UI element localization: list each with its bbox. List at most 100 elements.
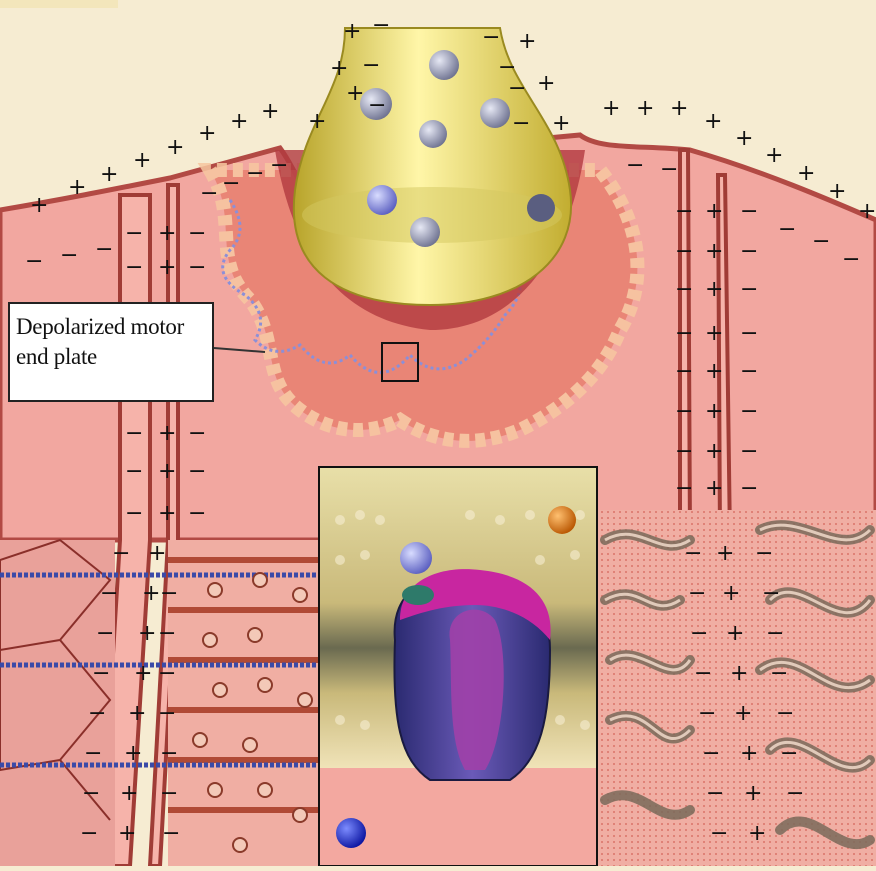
binding-site xyxy=(402,585,434,605)
sarcoplasmic-reticulum-right xyxy=(598,510,876,866)
minus-sign: − xyxy=(778,217,796,242)
minus-sign: − xyxy=(706,781,724,806)
minus-sign: − xyxy=(740,439,758,464)
plus-sign: + xyxy=(765,143,783,168)
corner-accent xyxy=(0,0,118,8)
minus-sign: − xyxy=(362,53,380,78)
plus-sign: + xyxy=(158,255,176,280)
plus-sign: + xyxy=(704,109,722,134)
minus-sign: − xyxy=(740,199,758,224)
vesicle xyxy=(429,50,459,80)
minus-sign: − xyxy=(694,661,712,686)
minus-sign: − xyxy=(675,476,693,501)
minus-sign: − xyxy=(125,221,143,246)
plus-sign: + xyxy=(261,99,279,124)
plus-sign: + xyxy=(602,96,620,121)
plus-sign: + xyxy=(537,71,555,96)
minus-sign: − xyxy=(125,421,143,446)
plus-sign: + xyxy=(30,193,48,218)
minus-sign: − xyxy=(160,781,178,806)
plus-sign: + xyxy=(158,221,176,246)
minus-sign: − xyxy=(96,621,114,646)
minus-sign: − xyxy=(776,701,794,726)
minus-sign: − xyxy=(688,581,706,606)
minus-sign: − xyxy=(160,741,178,766)
plus-sign: + xyxy=(346,81,364,106)
plus-sign: + xyxy=(148,541,166,566)
plus-sign: + xyxy=(343,19,361,44)
plus-sign: + xyxy=(705,277,723,302)
plus-sign: + xyxy=(636,96,654,121)
plus-sign: + xyxy=(330,56,348,81)
minus-sign: − xyxy=(675,399,693,424)
minus-sign: − xyxy=(512,111,530,136)
minus-sign: − xyxy=(626,153,644,178)
vesicle xyxy=(367,185,397,215)
plus-sign: + xyxy=(552,111,570,136)
plus-sign: + xyxy=(518,29,536,54)
plus-sign: + xyxy=(705,199,723,224)
minus-sign: − xyxy=(780,741,798,766)
plus-sign: + xyxy=(740,741,758,766)
minus-sign: − xyxy=(92,661,110,686)
minus-sign: − xyxy=(508,76,526,101)
minus-sign: − xyxy=(675,321,693,346)
label-line-1: Depolarized motor xyxy=(16,312,206,342)
minus-sign: − xyxy=(188,501,206,526)
minus-sign: − xyxy=(200,181,218,206)
minus-sign: − xyxy=(125,501,143,526)
plus-sign: + xyxy=(138,621,156,646)
plus-sign: + xyxy=(142,581,160,606)
plus-sign: + xyxy=(230,109,248,134)
minus-sign: − xyxy=(675,199,693,224)
plus-sign: + xyxy=(716,541,734,566)
vesicle xyxy=(527,194,555,222)
plus-sign: + xyxy=(118,821,136,846)
minus-sign: − xyxy=(786,781,804,806)
plus-sign: + xyxy=(198,121,216,146)
minus-sign: − xyxy=(698,701,716,726)
minus-sign: − xyxy=(188,421,206,446)
minus-sign: − xyxy=(770,661,788,686)
plus-sign: + xyxy=(705,359,723,384)
minus-sign: − xyxy=(158,621,176,646)
minus-sign: − xyxy=(188,221,206,246)
minus-sign: − xyxy=(812,229,830,254)
minus-sign: − xyxy=(88,701,106,726)
vesicle xyxy=(480,98,510,128)
plus-sign: + xyxy=(705,321,723,346)
minus-sign: − xyxy=(270,153,288,178)
plus-sign: + xyxy=(734,701,752,726)
minus-sign: − xyxy=(60,243,78,268)
minus-sign: − xyxy=(710,821,728,846)
minus-sign: − xyxy=(95,237,113,262)
receptor-inset xyxy=(319,467,597,866)
minus-sign: − xyxy=(740,321,758,346)
plus-sign: + xyxy=(158,501,176,526)
minus-sign: − xyxy=(675,277,693,302)
plus-sign: + xyxy=(705,399,723,424)
minus-sign: − xyxy=(702,741,720,766)
plus-sign: + xyxy=(124,741,142,766)
minus-sign: − xyxy=(675,359,693,384)
minus-sign: − xyxy=(222,171,240,196)
plus-sign: + xyxy=(828,179,846,204)
minus-sign: − xyxy=(690,621,708,646)
plus-sign: + xyxy=(705,239,723,264)
plus-sign: + xyxy=(68,175,86,200)
plus-sign: + xyxy=(705,476,723,501)
minus-sign: − xyxy=(755,541,773,566)
plus-sign: + xyxy=(100,162,118,187)
plus-sign: + xyxy=(722,581,740,606)
minus-sign: − xyxy=(246,161,264,186)
plus-sign: + xyxy=(735,126,753,151)
minus-sign: − xyxy=(188,459,206,484)
minus-sign: − xyxy=(100,581,118,606)
plus-sign: + xyxy=(308,109,326,134)
minus-sign: − xyxy=(160,581,178,606)
plus-sign: + xyxy=(858,199,876,224)
minus-sign: − xyxy=(740,359,758,384)
plus-sign: + xyxy=(158,459,176,484)
plus-sign: + xyxy=(166,135,184,160)
plus-sign: + xyxy=(705,439,723,464)
